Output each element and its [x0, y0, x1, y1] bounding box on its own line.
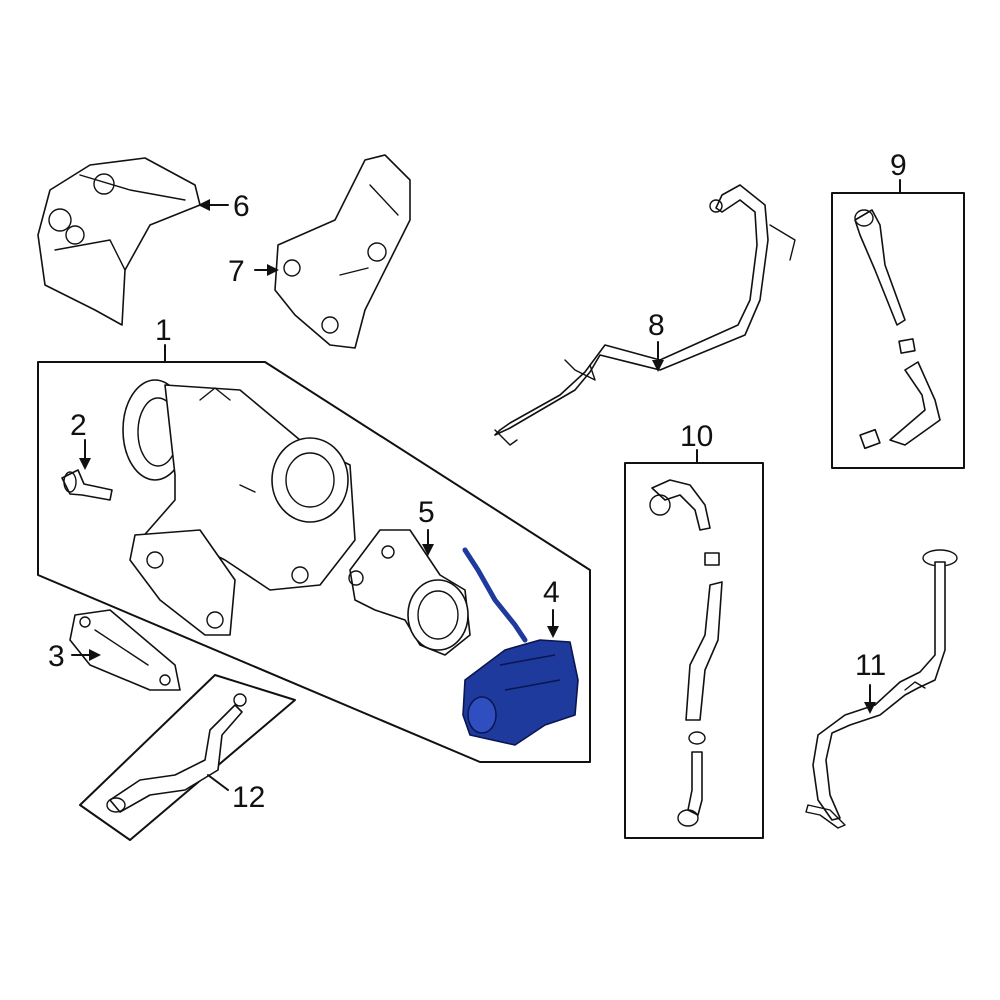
callout-4: 4	[543, 576, 560, 638]
part-9-hoses[interactable]	[854, 209, 941, 450]
part-12-group-outline	[79, 674, 296, 841]
part-8-oil-feed-pipe[interactable]	[494, 184, 796, 446]
part-11-coolant-pipe[interactable]	[805, 549, 958, 829]
callout-label-9: 9	[890, 149, 907, 182]
part-1-group-outline: 1	[37, 314, 591, 763]
callout-label-2: 2	[70, 409, 87, 442]
part-6-heat-shield[interactable]	[37, 157, 201, 326]
callout-label-6: 6	[233, 190, 250, 223]
part-2-bolt[interactable]	[61, 469, 113, 501]
part-3-gasket[interactable]	[69, 609, 181, 691]
callout-label-7: 7	[228, 255, 245, 288]
part-1-turbocharger[interactable]	[122, 379, 356, 636]
part-10-group-outline: 10	[624, 420, 764, 839]
callout-label-10: 10	[680, 420, 713, 453]
part-5-outlet-elbow[interactable]	[348, 529, 471, 656]
part-10-hoses[interactable]	[649, 479, 723, 827]
callout-label-12: 12	[232, 781, 265, 814]
callout-3: 3	[48, 640, 101, 673]
callout-label-4: 4	[543, 576, 560, 609]
callout-8: 8	[648, 309, 665, 372]
callout-label-3: 3	[48, 640, 65, 673]
callout-12: 12	[207, 774, 265, 814]
callout-6: 6	[198, 190, 250, 223]
part-7-heat-shield[interactable]	[274, 154, 411, 349]
part-12-pipe[interactable]	[106, 693, 247, 813]
part-4-actuator[interactable]	[462, 547, 579, 746]
part-9-group-outline: 9	[831, 149, 965, 469]
callout-2: 2	[70, 409, 91, 470]
callout-label-11: 11	[855, 649, 886, 682]
callout-label-1: 1	[155, 314, 172, 347]
callout-7: 7	[228, 255, 279, 288]
callout-label-8: 8	[648, 309, 665, 342]
callout-5: 5	[418, 496, 435, 556]
callout-label-5: 5	[418, 496, 435, 529]
callout-11: 11	[855, 649, 886, 714]
